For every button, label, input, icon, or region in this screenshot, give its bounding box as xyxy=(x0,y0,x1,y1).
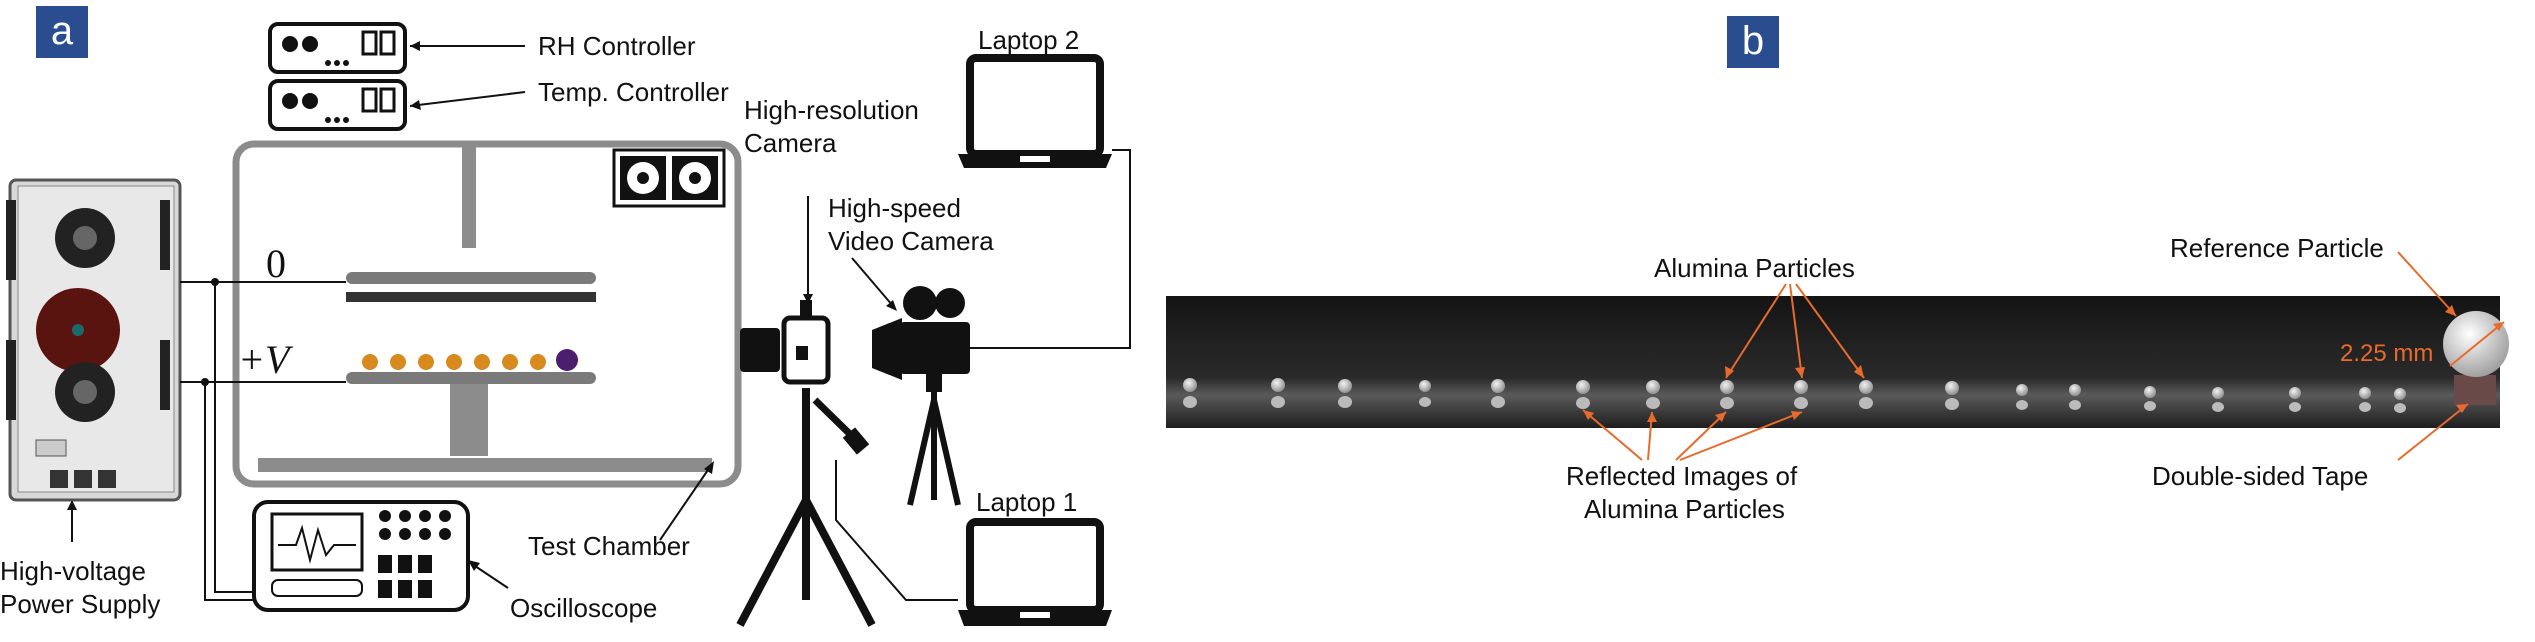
double-sided-tape-label: Double-sided Tape xyxy=(2152,461,2369,491)
panel-a-badge: a xyxy=(36,6,88,58)
hs-camera-label-2: Video Camera xyxy=(828,226,994,256)
alumina-particles-photo xyxy=(1183,378,2406,413)
panel-b-badge: b xyxy=(1727,16,1779,68)
rh-controller-label: RH Controller xyxy=(538,31,696,61)
laptop-2-icon xyxy=(958,54,1112,168)
hr-camera-label-2: Camera xyxy=(744,128,837,158)
test-chamber xyxy=(232,140,742,488)
reference-particle-label: Reference Particle xyxy=(2170,233,2384,263)
particle-photo xyxy=(1166,251,2509,461)
laptop-2-label: Laptop 2 xyxy=(978,25,1080,55)
setup-schematic xyxy=(6,22,1131,627)
electrode-top-potential: 0 xyxy=(266,241,286,286)
power-supply-icon xyxy=(6,178,182,502)
reflected-images-label-1: Reflected Images of xyxy=(1566,461,1798,491)
high-speed-camera-icon xyxy=(872,286,970,506)
hr-camera-label-1: High-resolution xyxy=(744,95,919,125)
test-chamber-label: Test Chamber xyxy=(528,531,690,561)
temp-controller-label: Temp. Controller xyxy=(538,77,729,107)
electrode-bottom-potential: +V xyxy=(238,337,290,382)
power-supply-label-2: Power Supply xyxy=(0,589,161,619)
temp-controller-icon xyxy=(268,79,407,131)
power-supply-label-1: High-voltage xyxy=(0,556,146,586)
particles xyxy=(362,349,578,371)
hs-camera-label-1: High-speed xyxy=(828,193,961,223)
laptop-1-icon xyxy=(958,518,1112,626)
alumina-particles-label: Alumina Particles xyxy=(1654,253,1855,283)
rh-controller-icon xyxy=(268,22,407,74)
oscilloscope-icon xyxy=(252,500,470,612)
reference-size-label: 2.25 mm xyxy=(2340,340,2434,367)
high-resolution-camera-icon xyxy=(736,300,876,627)
reflected-images-label-2: Alumina Particles xyxy=(1584,494,1785,524)
oscilloscope-label: Oscilloscope xyxy=(510,593,658,623)
laptop-1-label: Laptop 1 xyxy=(976,487,1078,517)
